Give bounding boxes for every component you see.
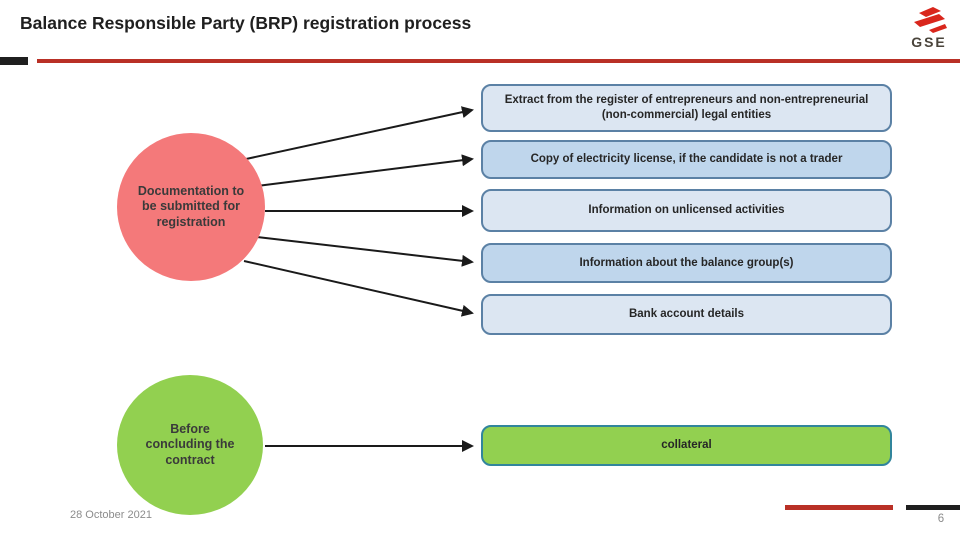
gse-logo-icon xyxy=(914,7,947,33)
page-number: 6 xyxy=(937,513,945,525)
footer-date: 28 October 2021 xyxy=(70,509,152,521)
box-bank-account: Bank account details xyxy=(481,294,892,335)
arrow-to-box-4 xyxy=(256,236,474,267)
documentation-circle-label: Documentation to be submitted for regist… xyxy=(137,183,245,229)
box-balance-groups: Information about the balance group(s) xyxy=(481,243,892,283)
gse-logo: GSE xyxy=(903,4,955,52)
box-register-extract: Extract from the register of entrepreneu… xyxy=(481,84,892,132)
header-red-divider xyxy=(37,59,960,63)
arrow-to-box-1 xyxy=(245,106,474,160)
footer-red-bar xyxy=(785,505,893,510)
page-title: Balance Responsible Party (BRP) registra… xyxy=(20,13,472,33)
header-black-dash xyxy=(0,57,28,65)
box-unlicensed-activities: Information on unlicensed activities xyxy=(481,189,892,232)
documentation-circle: Documentation to be submitted for regist… xyxy=(117,133,265,281)
box-collateral: collateral xyxy=(481,425,892,466)
before-contract-circle: Before concluding the contract xyxy=(117,375,263,515)
arrow-to-box-5 xyxy=(243,260,474,317)
arrow-to-box-2 xyxy=(256,154,474,187)
box-electricity-license: Copy of electricity license, if the cand… xyxy=(481,140,892,179)
footer-black-bar xyxy=(906,505,960,510)
before-contract-circle-label: Before concluding the contract xyxy=(145,421,235,467)
gse-logo-text: GSE xyxy=(911,34,947,50)
